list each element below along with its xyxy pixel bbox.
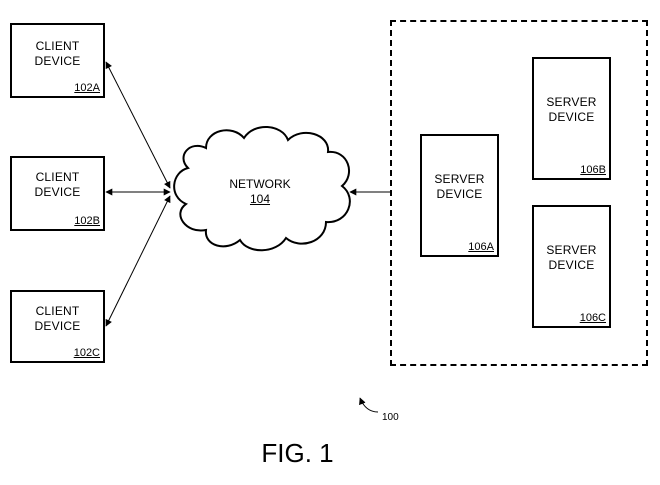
- client-device-ref: 102A: [74, 82, 100, 94]
- network-title: NETWORK: [229, 177, 291, 191]
- network-label: NETWORK 104: [200, 177, 320, 207]
- figure-caption: FIG. 1: [261, 438, 334, 468]
- client-device-ref: 102C: [73, 347, 100, 359]
- server-device-ref: 106C: [579, 312, 606, 324]
- server-device-ref: 106B: [580, 164, 606, 176]
- system-ref-arrow: [359, 397, 379, 413]
- network-ref: 104: [249, 192, 271, 206]
- link-client-102a: [105, 61, 171, 189]
- system-ref: 100: [382, 412, 399, 423]
- server-device-ref: 106A: [468, 241, 494, 253]
- client-device-ref: 102B: [74, 215, 100, 227]
- server-group: [390, 20, 648, 366]
- network-cloud: [173, 125, 351, 252]
- link-client-102c: [105, 195, 171, 327]
